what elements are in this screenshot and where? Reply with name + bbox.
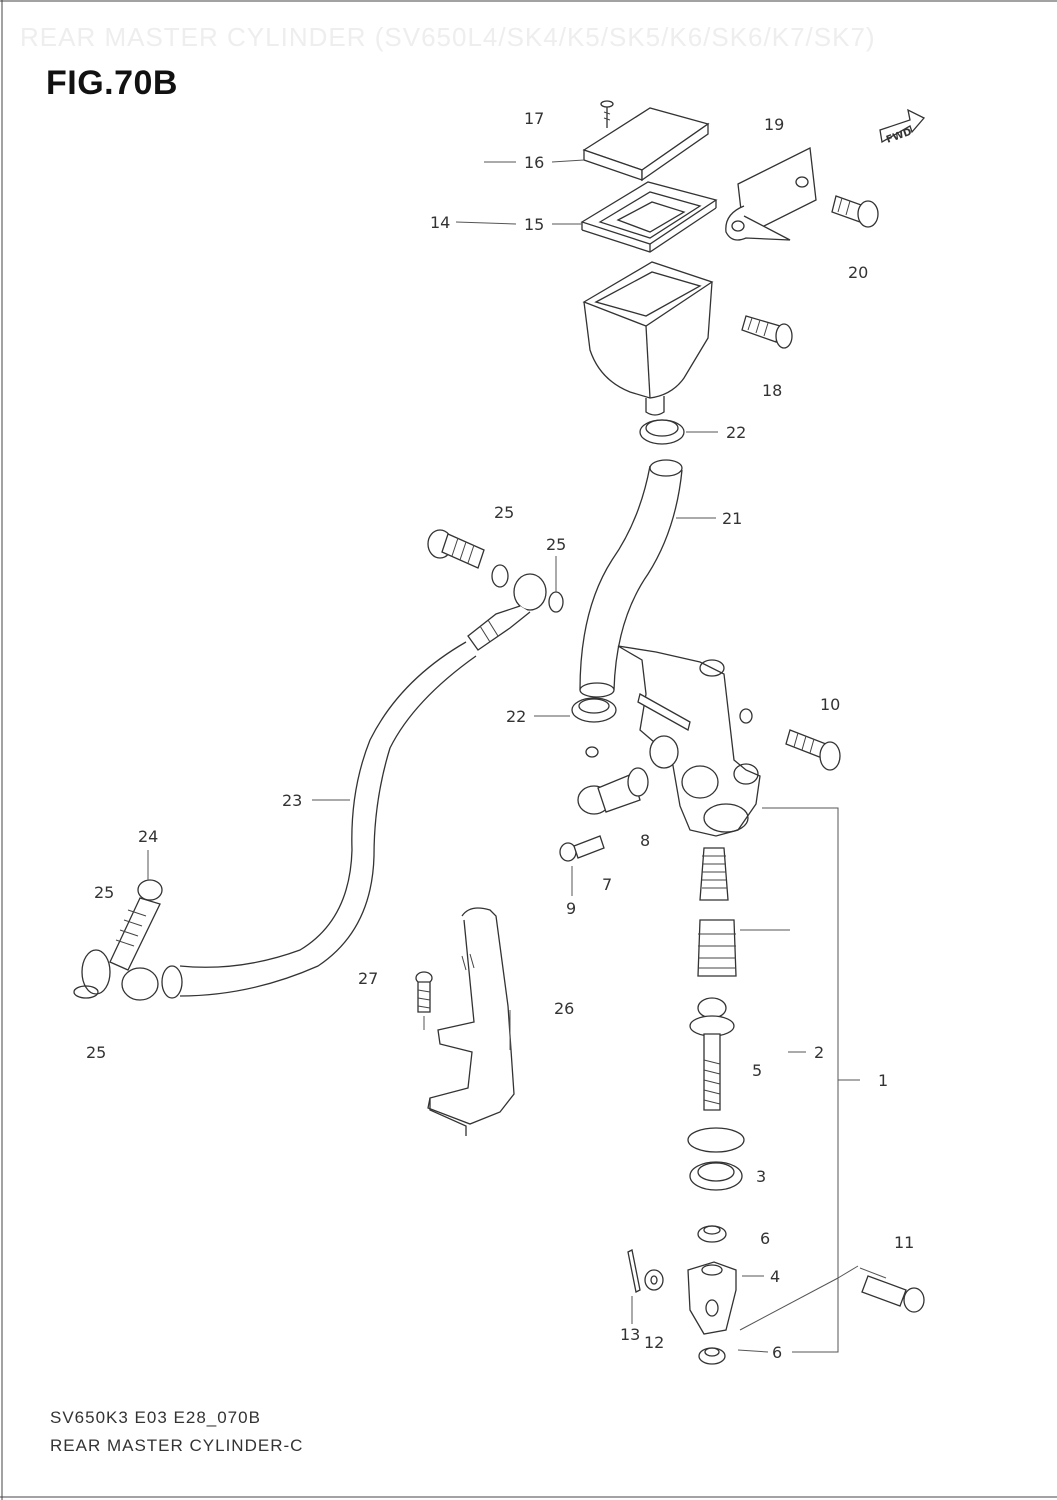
banjo-fitting-lower [73,949,183,1001]
callout-25-top: 25 [494,503,514,522]
callout-19: 19 [764,115,784,134]
callout-25-left: 25 [94,883,114,902]
callout-20: 20 [848,263,868,282]
callout-23: 23 [282,791,302,810]
callout-12: 12 [644,1333,664,1352]
bolt-27 [415,971,433,1013]
reservoir-cap-16 [582,107,710,182]
reservoir-18 [582,261,714,416]
piston-assembly [697,919,737,977]
screw-18 [741,315,793,349]
spring-boot [699,847,729,901]
callout-4: 4 [770,1267,780,1286]
master-cylinder-body [617,645,761,837]
callout-16: 16 [524,153,544,172]
footer-description: REAR MASTER CYLINDER-C [50,1436,304,1455]
callout-14: 14 [430,213,450,232]
washer-12 [644,1269,664,1291]
reservoir-hose-21 [579,459,683,698]
callout-25-bottom: 25 [86,1043,106,1062]
leader-clevis [739,1277,839,1331]
leader-11-to-pin [859,1267,887,1279]
callout-7: 7 [602,875,612,894]
push-rod-5 [689,997,735,1111]
nut-6-lower [698,1347,726,1365]
callout-6-lower: 6 [772,1343,782,1362]
callout-13: 13 [620,1325,640,1344]
callout-26: 26 [554,999,574,1018]
callout-5: 5 [752,1061,762,1080]
hose-guide-26 [427,907,515,1136]
callout-6-upper: 6 [760,1229,770,1248]
leader-11-line [837,1265,859,1279]
callout-27: 27 [358,969,378,988]
union-fitting-7 [577,746,649,815]
callout-22-bottom: 22 [506,707,526,726]
callout-15: 15 [524,215,544,234]
hose-clamp-22-bottom [571,697,617,723]
diaphragm-15 [580,181,718,253]
callout-1: 1 [878,1071,888,1090]
callout-22-top: 22 [726,423,746,442]
clevis-4 [687,1261,737,1335]
callout-25-middle: 25 [546,535,566,554]
bolt-10 [785,729,841,771]
footer-diagram-code: SV650K3 E03 E28_070B [50,1408,261,1427]
callout-3: 3 [756,1167,766,1186]
callout-24: 24 [138,827,158,846]
header-title: REAR MASTER CYLINDER (SV650L4/SK4/K5/SK5… [20,22,876,52]
circlip-3 [687,1127,745,1191]
pin-11 [861,1275,925,1313]
brake-hose-23 [179,573,547,997]
callout-9: 9 [566,899,576,918]
banjo-bolt-25-upper [427,529,564,613]
bolt-20 [831,195,879,228]
callout-10: 10 [820,695,840,714]
banjo-bolt-24 [109,879,163,971]
hose-clamp-22-top [639,419,685,445]
callout-21: 21 [722,509,742,528]
fwd-arrow-icon: FWD [879,108,926,146]
nut-6-upper [697,1225,727,1243]
callout-18: 18 [762,381,782,400]
screw-17 [600,100,614,128]
screw-9 [559,835,605,862]
cotter-pin-13 [627,1249,641,1293]
callout-2: 2 [814,1043,824,1062]
leader-16-b [551,159,585,163]
leader-14 [455,221,517,225]
leader-6b [737,1349,769,1353]
callout-11: 11 [894,1233,914,1252]
callout-17: 17 [524,109,544,128]
callout-8: 8 [640,831,650,850]
figure-title: FIG.70B [46,64,178,102]
bracket-19 [725,147,817,241]
